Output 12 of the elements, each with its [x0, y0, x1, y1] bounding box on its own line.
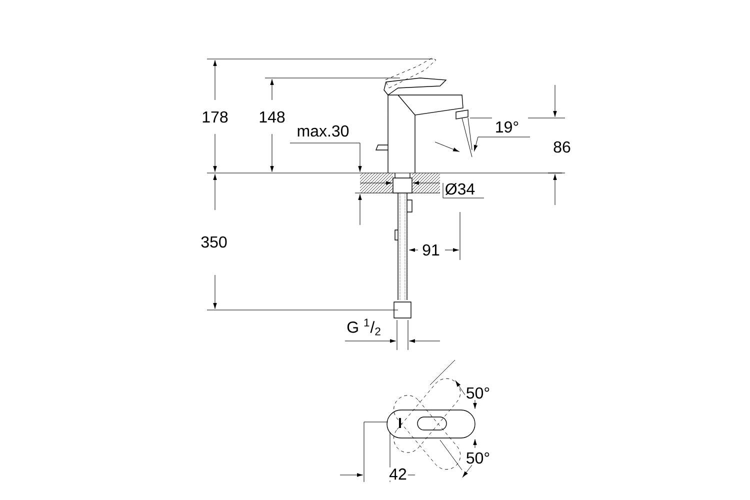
dimension-label: 86 — [552, 140, 572, 154]
dimension-label: 350 — [200, 235, 228, 249]
dimension-label: Ø34 — [444, 182, 476, 196]
dimension-label: 50° — [464, 451, 492, 465]
dimension-label: max.30 — [296, 124, 350, 138]
dimension-label: 91 — [421, 243, 441, 257]
dimension-label: 42 — [388, 467, 408, 481]
dimension-label: G $^{1}$/$_{2}$ — [346, 318, 382, 336]
dimension-label: 19° — [494, 120, 520, 134]
dimension-label: 148 — [258, 110, 286, 124]
dimension-label: 50° — [464, 386, 492, 400]
dimension-label: 178 — [200, 110, 230, 124]
